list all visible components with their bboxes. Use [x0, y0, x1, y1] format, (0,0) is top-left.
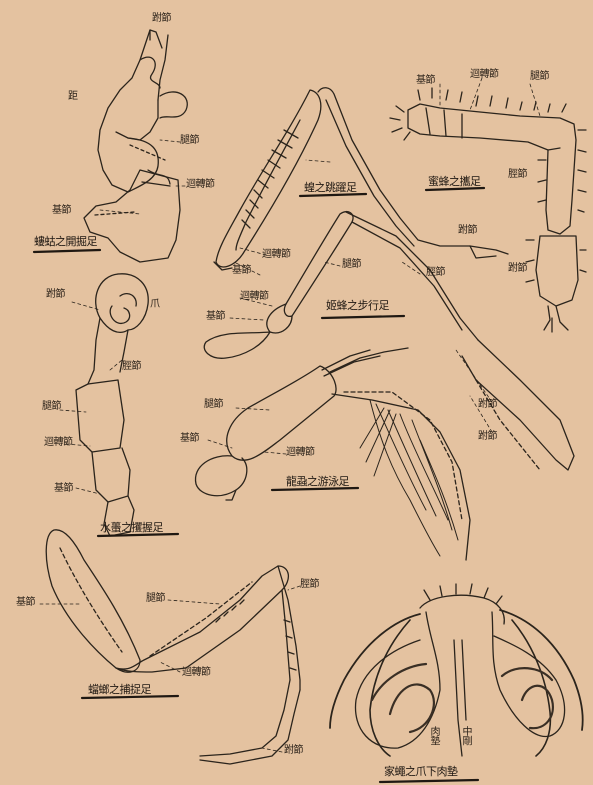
water-beetle-caption: 龍蝨之游泳足: [286, 476, 349, 487]
honeybee-label-trochanter: 迴轉節: [470, 70, 499, 80]
wasp-label-femur: 腿節: [342, 260, 361, 270]
water-beetle-label-trochanter: 迴轉節: [286, 448, 315, 458]
grasshopper-label-trochanter: 迴轉節: [262, 250, 291, 260]
water-beetle-label-femur: 腿節: [204, 400, 223, 410]
water-beetle-leg-drawing: [195, 348, 470, 560]
water-scorpion-label-tarsus: 跗節: [46, 290, 65, 300]
wasp-label-trochanter: 迴轉節: [240, 292, 269, 302]
mantis-label-tarsus: 跗節: [284, 746, 303, 756]
mole-cricket-label-coxa: 基節: [52, 206, 71, 216]
mole-cricket-label-trochanter: 迴轉節: [186, 180, 215, 190]
honeybee-label-tibia: 脛節: [508, 170, 527, 180]
housefly-caption: 家蠅之爪下肉墊: [384, 766, 458, 777]
housefly-foot-drawing: [330, 584, 583, 756]
wasp-label-tarsus: 跗節: [478, 400, 497, 410]
wasp-label-coxa: 基節: [206, 312, 225, 322]
wasp-label-tarsus-2: 跗節: [478, 432, 497, 442]
honeybee-caption: 蜜蜂之攜足: [428, 176, 481, 187]
mantis-label-trochanter: 迴轉節: [182, 668, 211, 678]
mantis-label-coxa: 基節: [16, 598, 35, 608]
water-scorpion-label-claw: 爪: [150, 300, 160, 310]
honeybee-label-femur: 腿節: [530, 72, 549, 82]
grasshopper-caption: 蝗之跳躍足: [304, 182, 357, 193]
mantis-label-tibia: 脛節: [300, 580, 319, 590]
mole-cricket-label-spine: 距: [68, 92, 78, 102]
housefly-label-spine: 中剛: [460, 726, 470, 745]
water-scorpion-label-tibia: 脛節: [122, 362, 141, 372]
wasp-label-tibia: 脛節: [426, 268, 445, 278]
mole-cricket-leg-drawing: [84, 30, 187, 262]
mantis-label-femur: 腿節: [146, 594, 165, 604]
housefly-label-pad: 肉墊: [428, 726, 438, 745]
mole-cricket-label-femur: 腿節: [180, 136, 199, 146]
honeybee-label-tarsus: 跗節: [508, 264, 527, 274]
wasp-leg-drawing: [204, 212, 574, 470]
water-scorpion-leg-drawing: [76, 274, 148, 536]
grasshopper-label-tarsus: 跗節: [458, 226, 477, 236]
water-beetle-label-coxa: 基節: [180, 434, 199, 444]
mantis-caption: 蟷螂之捕捉足: [88, 684, 151, 695]
water-scorpion-label-femur: 腿節: [42, 402, 61, 412]
mole-cricket-label-tarsus: 跗節: [152, 14, 171, 24]
water-scorpion-label-trochanter: 迴轉節: [44, 438, 73, 448]
honeybee-leg-drawing: [390, 88, 586, 332]
water-scorpion-label-coxa: 基節: [54, 484, 73, 494]
wasp-caption: 姬蜂之步行足: [326, 300, 389, 311]
honeybee-label-coxa: 基節: [416, 76, 435, 86]
grasshopper-label-coxa: 基節: [232, 266, 251, 276]
water-scorpion-caption: 水蠆之攫握足: [100, 522, 163, 533]
mantis-leg-drawing: [46, 530, 300, 764]
mole-cricket-caption: 螻蛄之開掘足: [34, 236, 97, 247]
